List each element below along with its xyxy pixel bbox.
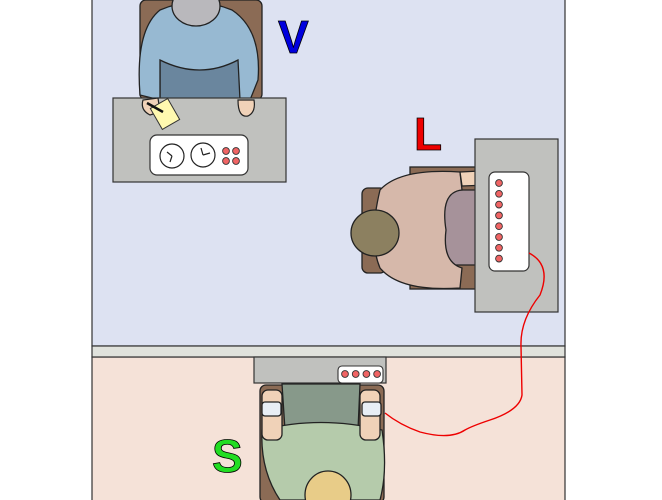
- button-light: [495, 233, 503, 241]
- learner-head: [304, 470, 352, 500]
- button-light: [373, 370, 381, 378]
- experimenter-label: V: [278, 11, 309, 63]
- experimenter-head: [171, 0, 221, 27]
- teacher-figure: [350, 166, 490, 290]
- learner-label: S: [212, 430, 243, 482]
- button-light: [232, 147, 240, 155]
- wall: [91, 345, 566, 358]
- button-light: [495, 222, 503, 231]
- learner-figure: [259, 383, 386, 500]
- button-light: [495, 179, 503, 187]
- pen: [146, 101, 164, 114]
- right-electrode-strap: [361, 401, 382, 417]
- button-light: [362, 370, 371, 378]
- button-light: [495, 254, 503, 263]
- button-light: [222, 157, 230, 165]
- button-light: [495, 211, 503, 220]
- teacher-torso: [373, 170, 463, 290]
- experimenter-torso: [138, 1, 260, 101]
- experimenter-panel: [149, 134, 249, 176]
- electrode-wire: [384, 252, 545, 437]
- teacher-head: [350, 209, 400, 257]
- learner-torso: [261, 421, 386, 500]
- button-light: [232, 157, 240, 165]
- button-light: [495, 200, 503, 209]
- shock-generator-panel: [488, 171, 530, 272]
- experimenter-buttons: [222, 147, 240, 165]
- teacher-label: L: [414, 108, 442, 160]
- button-light: [341, 370, 349, 378]
- experimenter-figure: [138, 0, 263, 101]
- button-light: [495, 243, 503, 252]
- left-electrode-strap: [261, 401, 282, 417]
- clock-icon: [190, 142, 216, 168]
- button-light: [222, 147, 230, 155]
- shock-switches: [495, 179, 503, 263]
- learner-buttons: [341, 370, 381, 378]
- button-light: [351, 370, 360, 378]
- learner-panel: [337, 365, 384, 384]
- button-light: [495, 189, 503, 198]
- notepad: [146, 97, 181, 131]
- clock-icon: [159, 143, 185, 169]
